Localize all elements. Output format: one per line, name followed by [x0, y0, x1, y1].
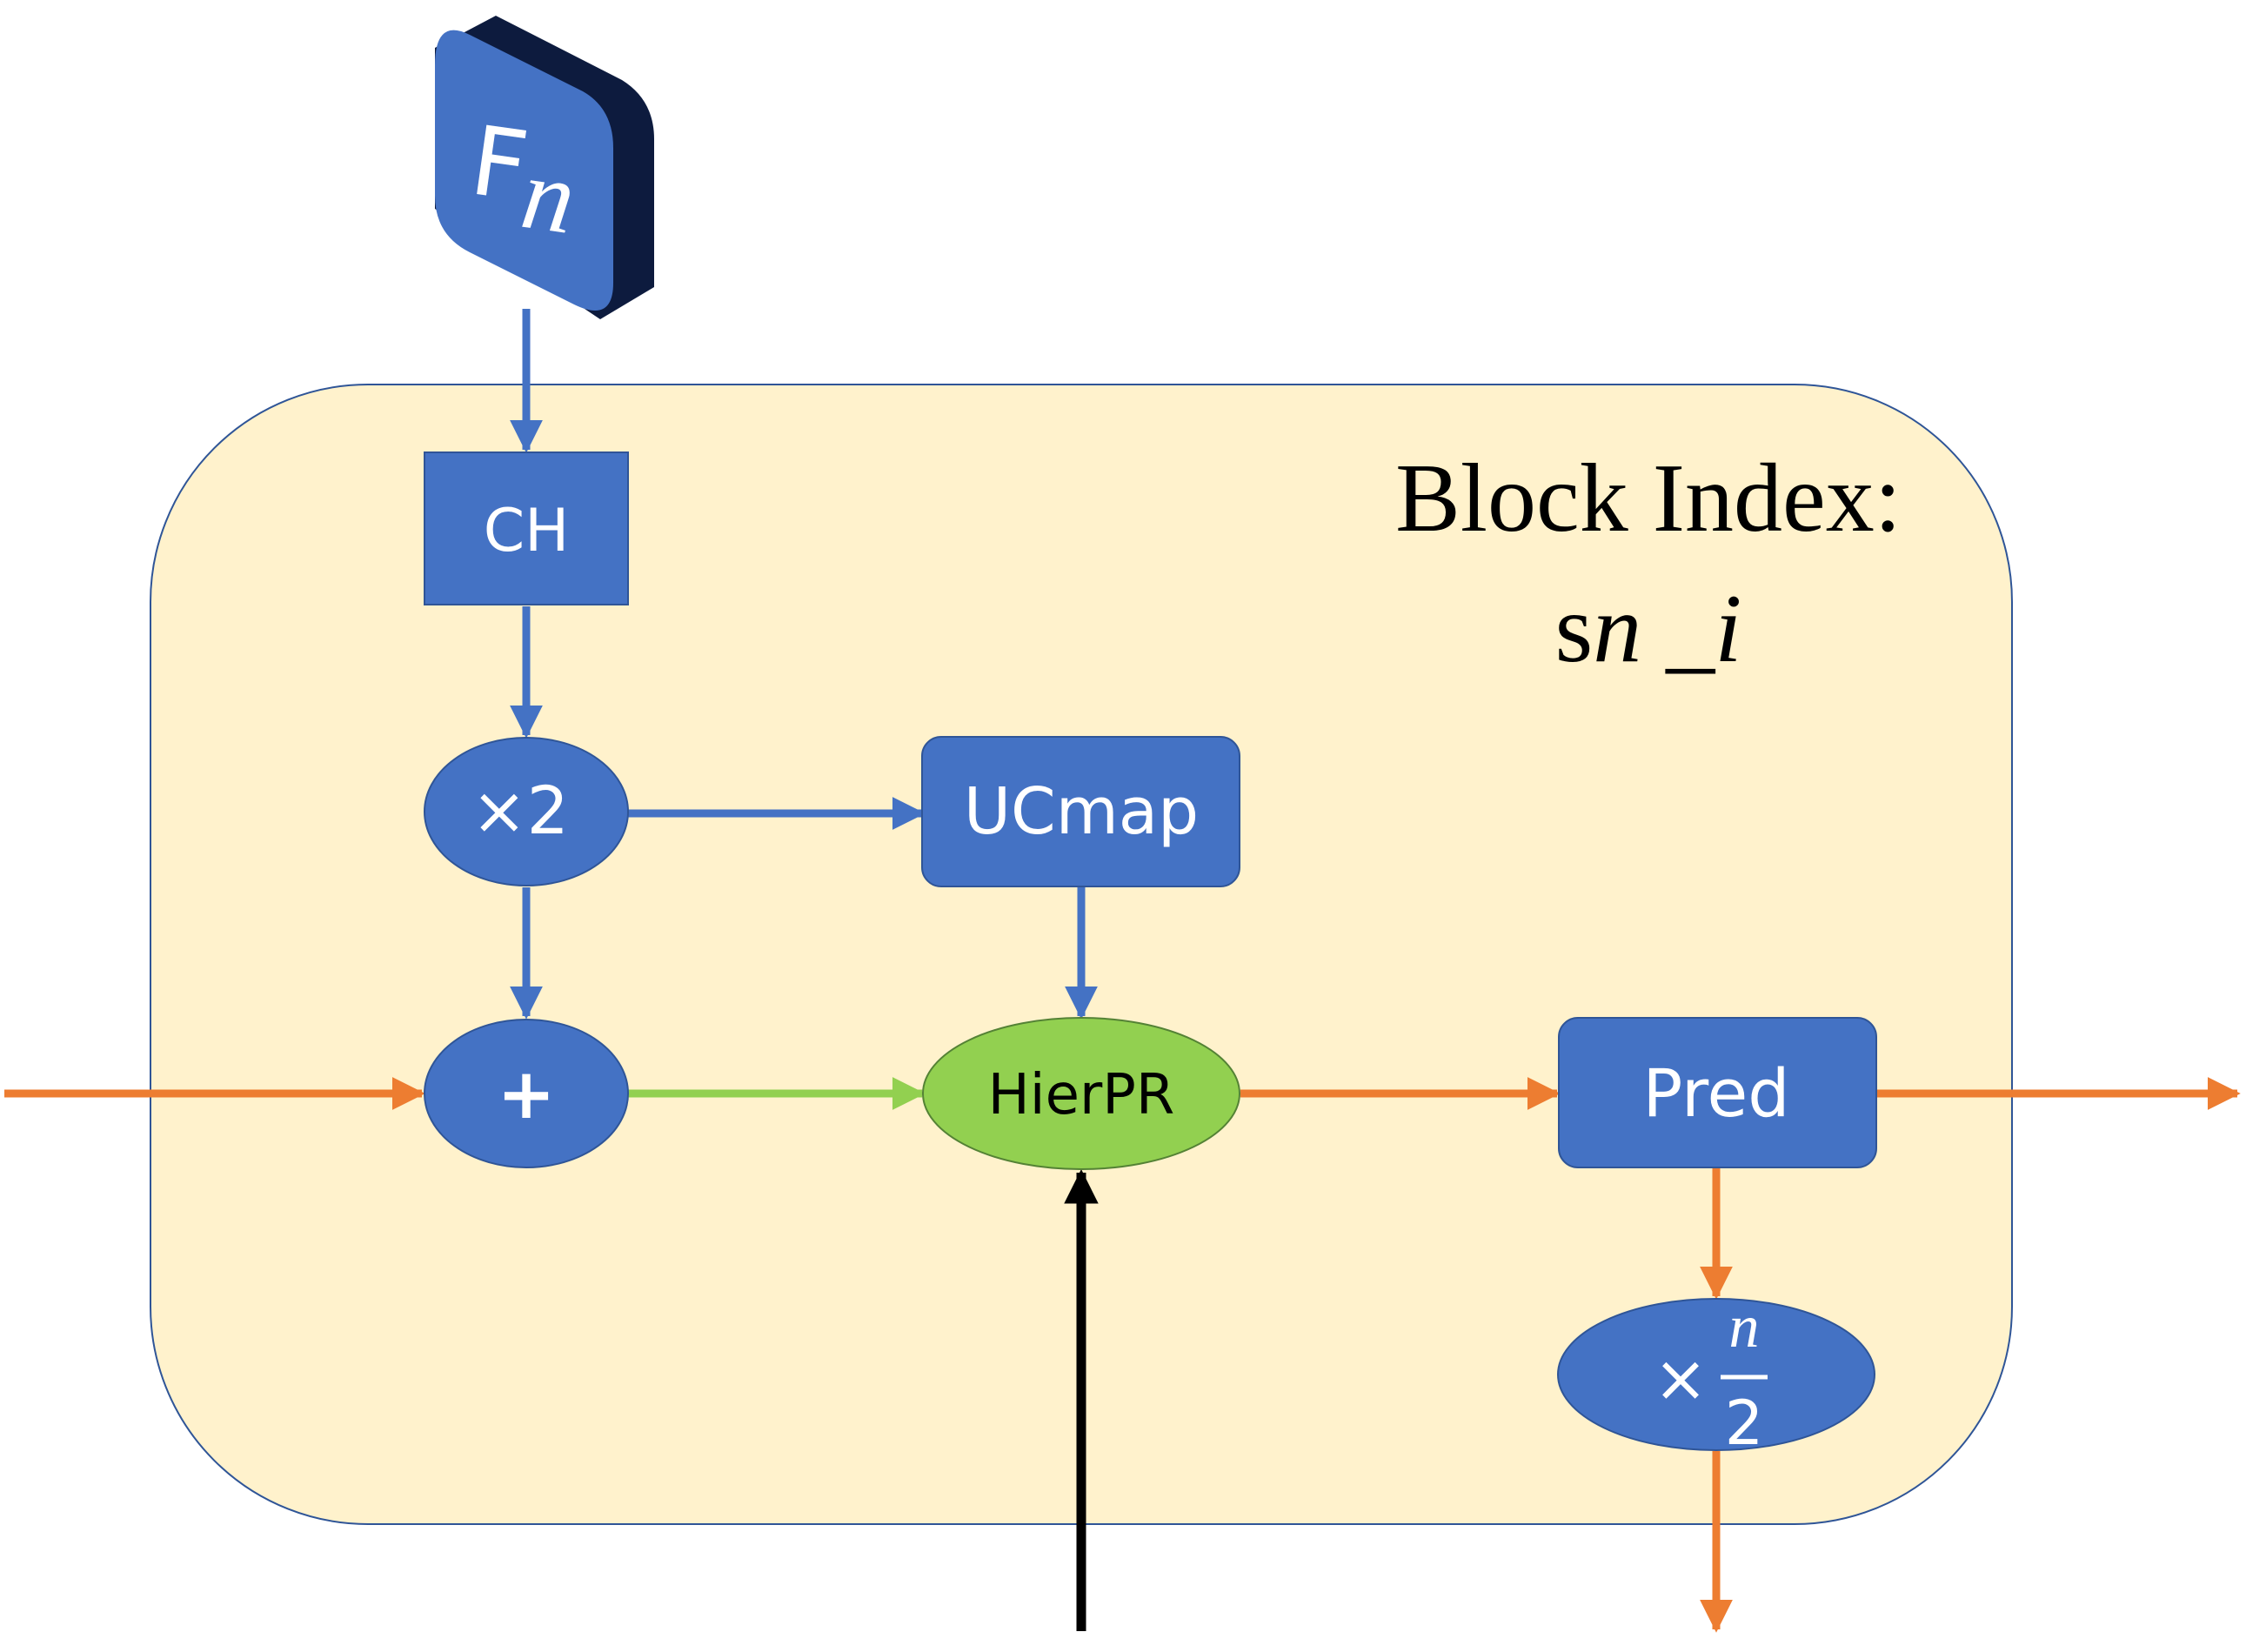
hierpr-node: HierPR: [922, 1017, 1240, 1170]
block-index-var: n: [1593, 575, 1641, 683]
plus-label: +: [497, 1053, 555, 1134]
ucmap-label: UCmap: [964, 774, 1199, 849]
times-n-half-ellipse: [1557, 1298, 1875, 1451]
fraction-numerator: n: [1729, 1294, 1760, 1361]
block-index-title: Block Index:: [1395, 445, 1902, 552]
plus-node: +: [424, 1019, 629, 1168]
times-symbol: ×: [1654, 1341, 1708, 1416]
ucmap-box: [921, 736, 1240, 887]
input-tile: Fn: [435, 16, 654, 319]
ch-box: [424, 451, 629, 605]
input-tile-face: [435, 30, 613, 311]
hierpr-ellipse: [922, 1017, 1240, 1170]
times-n-half-node: × n 2: [1557, 1294, 1875, 1459]
block-index-value: sn _i: [1555, 575, 1742, 683]
pred-node: Pred: [1558, 1017, 1877, 1168]
times2-node: ×2: [424, 737, 629, 886]
ch-label: CH: [484, 497, 570, 565]
ucmap-node: UCmap: [921, 736, 1240, 887]
hierpr-label: HierPR: [988, 1063, 1175, 1127]
times2-ellipse: [424, 737, 629, 886]
fraction-denominator: 2: [1725, 1388, 1764, 1459]
plus-ellipse: [424, 1019, 629, 1168]
pred-label: Pred: [1642, 1054, 1789, 1132]
block-index-sep: _: [1641, 575, 1715, 683]
times2-label: ×2: [471, 772, 569, 849]
ch-node: CH: [424, 451, 629, 605]
pred-box: [1558, 1017, 1877, 1168]
block-index-prefix: s: [1555, 575, 1594, 683]
block-index-i: i: [1715, 575, 1741, 683]
